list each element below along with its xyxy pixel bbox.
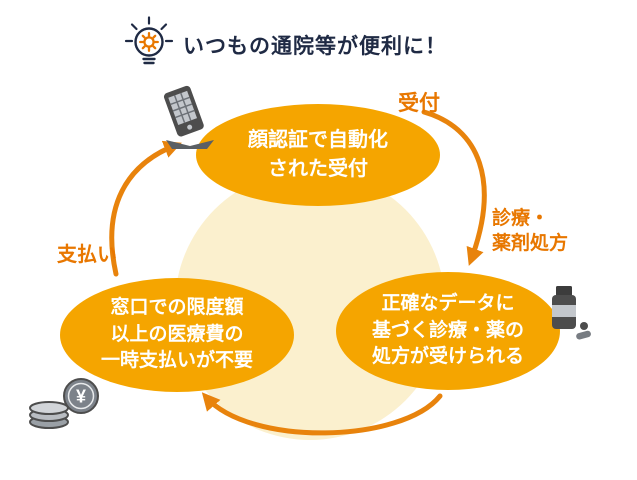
arrow-payment-to-reception [109, 140, 182, 277]
face-recognition-kiosk-icon [163, 85, 214, 149]
medicine-bottle-icon [552, 286, 591, 340]
capsule-icon [576, 330, 591, 340]
bubble-treatment: 正確なデータに 基づく診療・薬の 処方が受けられる [336, 272, 560, 390]
bubble-reception-text: 顔認証で自動化 された受付 [248, 129, 388, 180]
lightbulb-gear-icon [124, 16, 174, 65]
arrow-reception-to-treatment [421, 109, 487, 266]
bubble-payment-text: 窓口での限度額 以上の医療費の 一時支払いが不要 [100, 297, 253, 372]
yen-coins-icon: ¥ [29, 378, 99, 429]
gear-icon [139, 32, 159, 52]
diagram-title: いつもの通院等が便利に！ [183, 35, 447, 58]
bubble-reception: 顔認証で自動化 された受付 [196, 104, 440, 206]
bubble-treatment-text: 正確なデータに 基づく診療・薬の 処方が受けられる [371, 293, 524, 368]
arrow-treatment-to-payment [201, 392, 443, 436]
yen-symbol: ¥ [76, 387, 86, 407]
stage-label-treatment: 診療・ 薬剤処方 [492, 208, 569, 254]
stage-label-payment: 支払い [57, 244, 117, 266]
stage-label-reception: 受付 [398, 92, 440, 115]
pill-icon [580, 322, 588, 330]
bubble-payment: 窓口での限度額 以上の医療費の 一時支払いが不要 [60, 278, 294, 392]
